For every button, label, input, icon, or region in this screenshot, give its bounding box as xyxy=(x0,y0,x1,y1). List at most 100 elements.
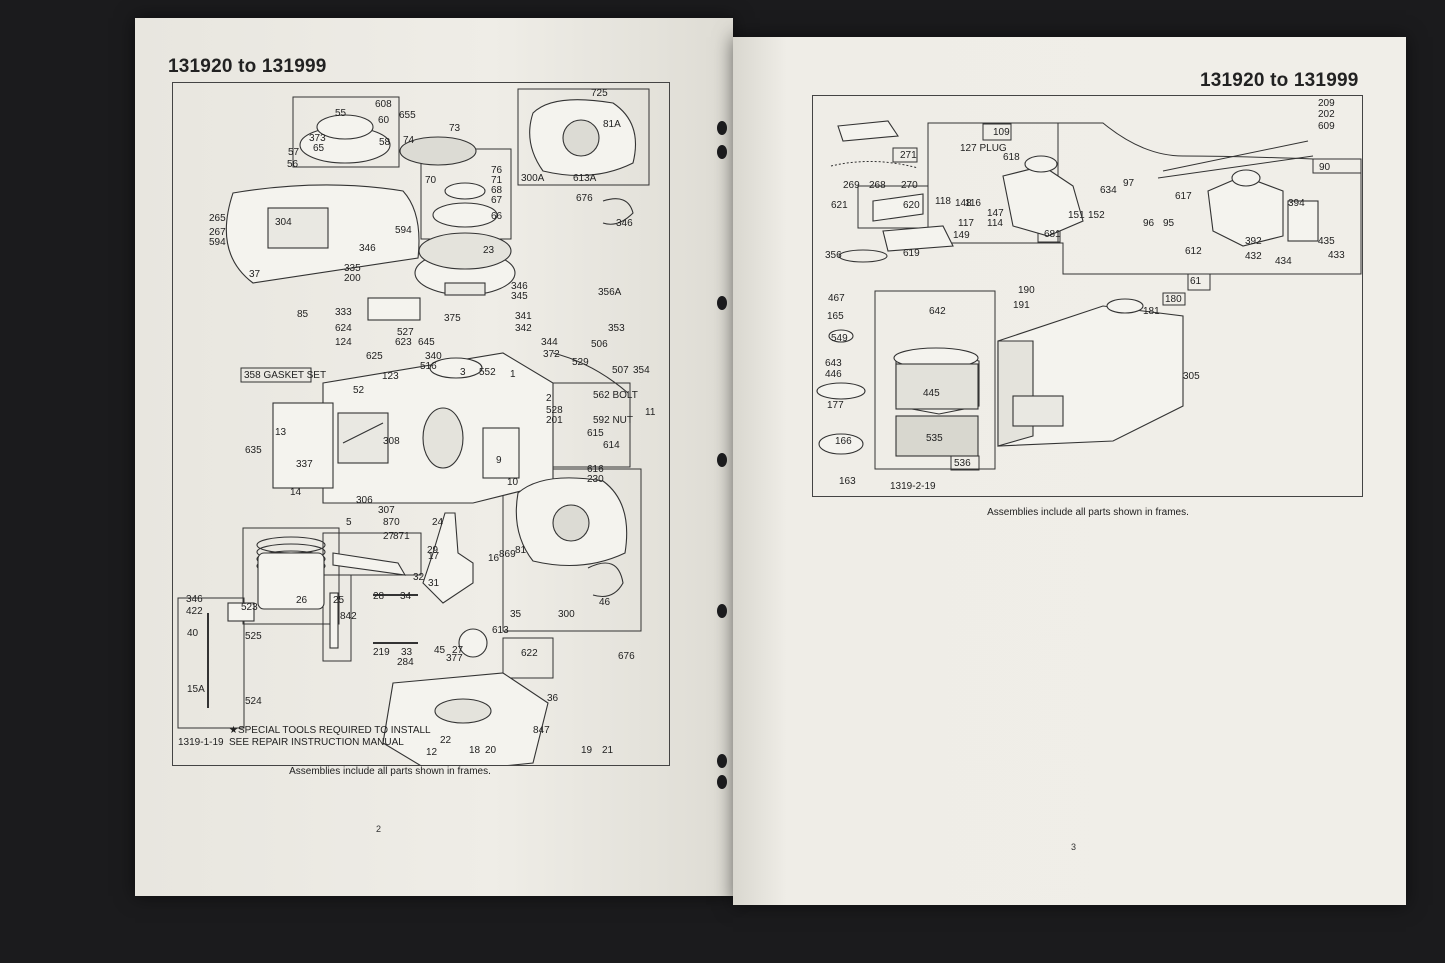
part-label-621: 621 xyxy=(831,200,848,211)
part-label-333: 333 xyxy=(335,307,352,318)
part-label-615: 615 xyxy=(587,428,604,439)
right-page-number: 3 xyxy=(1071,842,1077,852)
part-label-847: 847 xyxy=(533,725,550,736)
part-label-340: 340 xyxy=(425,351,442,362)
part-label-124: 124 xyxy=(335,337,352,348)
flywheel-fins-drawing xyxy=(418,232,512,270)
part-label-725: 725 xyxy=(591,88,608,99)
part-label-300A: 300A xyxy=(521,173,545,184)
binder-hole xyxy=(717,121,727,135)
part-label-594: 594 xyxy=(209,237,226,248)
part-label-622: 622 xyxy=(521,648,538,659)
part-label-200: 200 xyxy=(344,273,361,284)
part-label-3: 3 xyxy=(460,367,466,378)
part-label-623: 623 xyxy=(395,337,412,348)
part-label-163: 163 xyxy=(839,476,856,487)
part-label-346: 346 xyxy=(359,243,376,254)
part-label-624: 624 xyxy=(335,323,352,334)
part-label-68: 68 xyxy=(491,185,503,196)
gasket-drawing xyxy=(816,382,866,400)
part-label-608: 608 xyxy=(375,99,392,110)
tappet-drawing xyxy=(329,592,339,649)
part-label-613: 613 xyxy=(492,625,509,636)
part-label-552: 552 xyxy=(479,367,496,378)
part-label-612: 612 xyxy=(1185,246,1202,257)
valve-cover-drawing xyxy=(422,407,464,469)
part-label-181: 181 xyxy=(1143,306,1160,317)
frame-725 xyxy=(517,88,650,186)
link-rod-drawing xyxy=(1162,140,1309,172)
part-label-22: 22 xyxy=(440,735,452,746)
part-label-507: 507 xyxy=(612,365,629,376)
part-label-23: 23 xyxy=(483,245,495,256)
wing-nut-drawing xyxy=(828,329,854,343)
fuel-tank-side-drawing xyxy=(997,340,1034,447)
part-label-31: 31 xyxy=(428,578,440,589)
o-ring-drawing xyxy=(838,249,888,263)
part-label-676: 676 xyxy=(576,193,593,204)
binder-hole xyxy=(717,145,727,159)
part-label-76: 76 xyxy=(491,165,503,176)
part-label-681: 681 xyxy=(1044,229,1061,240)
part-label-536: 536 xyxy=(954,458,971,469)
left-diagram-frame: 1319-1-19★SPECIAL TOOLS REQUIRED TO INST… xyxy=(172,82,670,766)
plug-label: 127 PLUG xyxy=(960,143,1007,154)
part-label-14: 14 xyxy=(290,487,302,498)
part-label-506: 506 xyxy=(591,339,608,350)
part-label-46: 46 xyxy=(599,597,611,608)
part-label-284: 284 xyxy=(397,657,414,668)
part-label-20: 20 xyxy=(485,745,497,756)
part-label-270: 270 xyxy=(901,180,918,191)
part-label-394: 394 xyxy=(1288,198,1305,209)
carburetor-inlet-drawing xyxy=(1024,155,1058,173)
part-label-5: 5 xyxy=(346,517,352,528)
binder-hole xyxy=(717,754,727,768)
part-label-308: 308 xyxy=(383,436,400,447)
part-label-123: 123 xyxy=(382,371,399,382)
part-label-13: 13 xyxy=(275,427,287,438)
part-label-21: 21 xyxy=(602,745,614,756)
part-label-269: 269 xyxy=(843,180,860,191)
armature-drawing xyxy=(367,297,421,321)
part-label-528: 528 xyxy=(546,405,563,416)
part-label-27: 27 xyxy=(383,531,395,542)
governor-lever-drawing xyxy=(882,225,954,252)
piston-drawing xyxy=(257,552,325,610)
frame-358-gasket-set xyxy=(240,367,312,383)
part-label-9: 9 xyxy=(496,455,502,466)
crankshaft-drawing xyxy=(422,512,474,604)
part-label-445: 445 xyxy=(923,388,940,399)
part-label-73: 73 xyxy=(449,123,461,134)
part-label-392: 392 xyxy=(1245,236,1262,247)
part-label-634: 634 xyxy=(1100,185,1117,196)
part-label-18: 18 xyxy=(469,745,481,756)
part-label-209: 209 xyxy=(1318,98,1335,109)
left-exploded-parts-diagram: 1319-1-19★SPECIAL TOOLS REQUIRED TO INST… xyxy=(177,88,656,765)
part-label-191: 191 xyxy=(1013,300,1030,311)
frame-847 xyxy=(177,597,245,729)
left-caption: Assemblies include all parts shown in fr… xyxy=(289,766,491,777)
part-label-95: 95 xyxy=(1163,218,1175,229)
part-label-869: 869 xyxy=(499,549,516,560)
part-label-529: 529 xyxy=(572,357,589,368)
part-label-525: 525 xyxy=(245,631,262,642)
cam-gear-drawing xyxy=(458,628,488,658)
part-label-202: 202 xyxy=(1318,109,1335,120)
part-label-523: 523 xyxy=(241,602,258,613)
binder-hole xyxy=(717,775,727,789)
part-label-305: 305 xyxy=(1183,371,1200,382)
part-label-90: 90 xyxy=(1319,162,1331,173)
part-label-609: 609 xyxy=(1318,121,1335,132)
binder-hole xyxy=(717,453,727,467)
part-label-81: 81 xyxy=(515,545,527,556)
binder-hole xyxy=(717,296,727,310)
part-label-177: 177 xyxy=(827,400,844,411)
part-label-435: 435 xyxy=(1318,236,1335,247)
part-label-33: 33 xyxy=(401,647,413,658)
part-label-375: 375 xyxy=(444,313,461,324)
part-label-12: 12 xyxy=(426,747,438,758)
part-label-230: 230 xyxy=(587,474,604,485)
part-label-337: 337 xyxy=(296,459,313,470)
